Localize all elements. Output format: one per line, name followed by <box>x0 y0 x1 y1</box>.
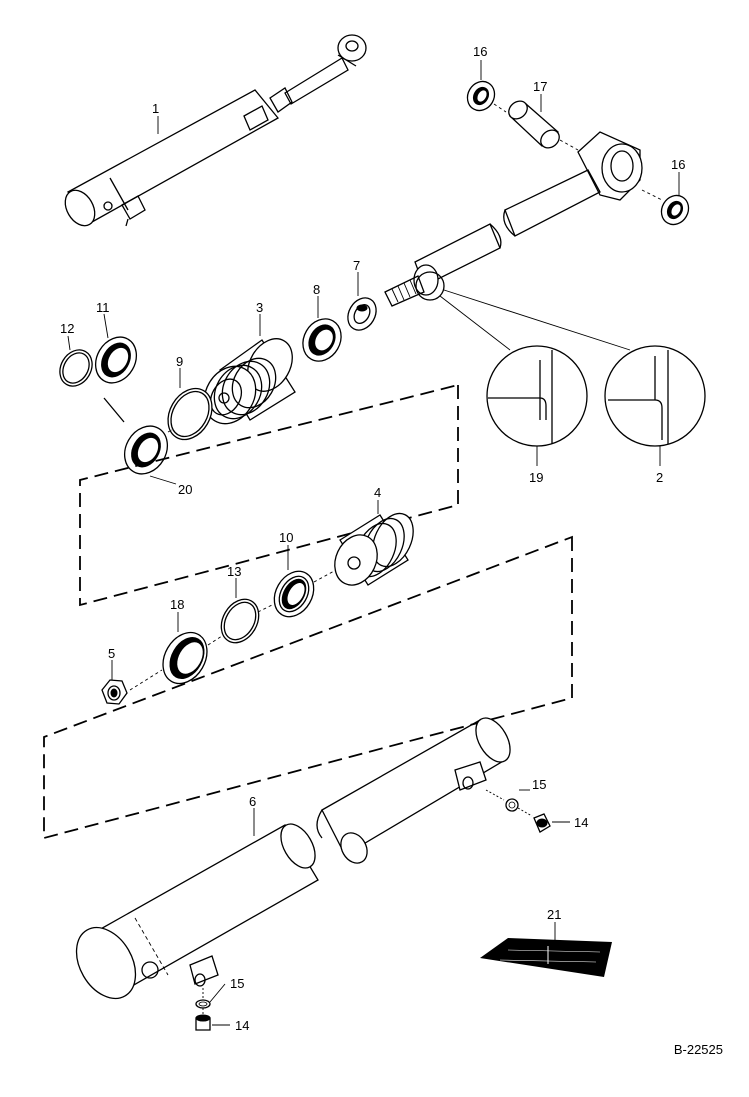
part-20-seal <box>123 425 169 475</box>
part-3-gland <box>203 338 296 425</box>
callout-7: 7 <box>353 258 360 273</box>
callout-15-upper: 15 <box>532 777 546 792</box>
part-6-barrel <box>75 717 511 1000</box>
part-4-piston <box>334 512 414 586</box>
callout-1: 1 <box>152 101 159 116</box>
part-17-bushing <box>508 100 560 149</box>
callout-8: 8 <box>313 282 320 297</box>
part-15-washer-upper <box>505 798 519 812</box>
callout-2: 2 <box>656 470 663 485</box>
callout-6: 6 <box>249 794 256 809</box>
part-14-plug-upper <box>533 813 551 833</box>
leader-lines <box>67 60 680 1026</box>
part-8-seal <box>302 318 342 362</box>
callout-14-lower: 14 <box>235 1018 249 1033</box>
callout-10: 10 <box>279 530 293 545</box>
part-15-washer-lower <box>195 999 211 1009</box>
callout-15-lower: 15 <box>230 976 244 991</box>
part-10-seal <box>273 570 315 618</box>
callout-13: 13 <box>227 564 241 579</box>
callout-21: 21 <box>547 907 561 922</box>
part-1-cylinder-assembly <box>64 34 367 227</box>
detail-callout-lines <box>415 271 631 351</box>
part-5-nut <box>101 679 128 705</box>
callout-17: 17 <box>533 79 547 94</box>
callout-3: 3 <box>256 300 263 315</box>
callout-19: 19 <box>529 470 543 485</box>
callout-12: 12 <box>60 321 74 336</box>
callout-16-top: 16 <box>473 44 487 59</box>
detail-2-circle <box>604 345 706 447</box>
part-9-ring <box>167 387 213 441</box>
part-13-ring <box>220 598 260 644</box>
callout-5: 5 <box>108 646 115 661</box>
dashed-group-outline-1 <box>79 383 459 607</box>
part-14-plug-lower <box>195 1014 211 1031</box>
part-21-decal <box>480 938 612 977</box>
part-16-seal-top <box>466 80 496 112</box>
callout-18: 18 <box>170 597 184 612</box>
detail-19-circle <box>486 345 588 447</box>
part-16-seal-right <box>660 194 690 226</box>
drawing-reference-number: B-22525 <box>673 1042 723 1057</box>
callout-11: 11 <box>96 300 110 315</box>
callout-9: 9 <box>176 354 183 369</box>
part-12-ring <box>59 349 93 387</box>
callout-14-upper: 14 <box>574 815 588 830</box>
part-18-seal <box>162 631 208 685</box>
part-7-wiper <box>347 297 377 331</box>
part-rod-with-eye <box>384 131 643 307</box>
callout-20: 20 <box>178 482 192 497</box>
part-11-backup-ring <box>94 336 138 384</box>
callout-4: 4 <box>374 485 381 500</box>
dashed-group-outline-2 <box>43 535 573 840</box>
callout-16-right: 16 <box>671 157 685 172</box>
